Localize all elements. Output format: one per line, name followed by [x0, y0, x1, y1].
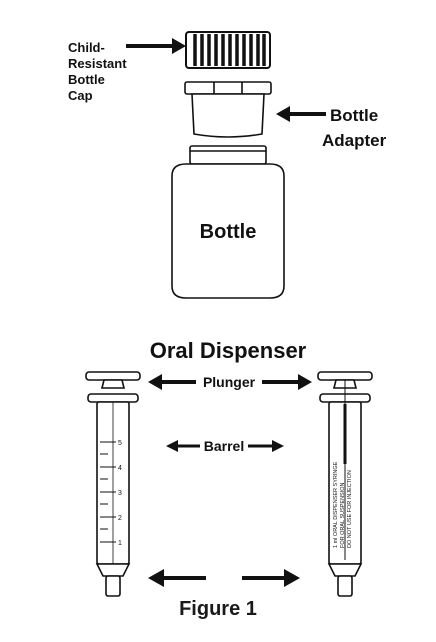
- bottle: [171, 145, 285, 299]
- cap-label: Child- Resistant Bottle Cap: [68, 40, 127, 103]
- adapter-label-line-1: Bottle: [330, 106, 378, 125]
- plunger-label: Plunger: [203, 374, 256, 390]
- bottle-label: Bottle: [200, 221, 257, 243]
- figure-caption: Figure 1: [179, 598, 257, 620]
- barrel-arrows: [166, 440, 284, 452]
- scale-mark-5: 5: [118, 440, 122, 447]
- syringe-left-scale: [100, 441, 116, 543]
- syringe-left: [85, 371, 141, 597]
- barrel-print-line-2: FOR ORAL SUSPENSION: [340, 482, 346, 548]
- scale-mark-3: 3: [118, 490, 122, 497]
- oral-dispenser-title: Oral Dispenser: [150, 338, 307, 363]
- syringe-left-scale-labels: 1 2 3 4 5: [118, 440, 122, 547]
- adapter-arrow: [276, 106, 326, 122]
- scale-mark-2: 2: [118, 515, 122, 522]
- barrel-label: Barrel: [204, 438, 244, 454]
- adapter-label-line-2: Adapter: [322, 131, 387, 150]
- plunger-arrows: [148, 374, 312, 390]
- cap-arrow: [126, 38, 186, 54]
- scale-mark-4: 4: [118, 465, 122, 472]
- barrel-print-line-1: 1 ml ORAL DISPENSER SYRINGE: [333, 461, 339, 548]
- syringe-right-print: 1 ml ORAL DISPENSER SYRINGE FOR ORAL SUS…: [333, 461, 353, 548]
- cap-label-line-4: Cap: [68, 88, 93, 103]
- barrel-print-line-3: DO NOT USE FOR INJECTION: [347, 470, 353, 548]
- cap-label-line-1: Child-: [68, 40, 105, 55]
- cap-label-line-2: Resistant: [68, 56, 127, 71]
- scale-mark-1: 1: [118, 540, 122, 547]
- tip-arrows: [148, 569, 300, 587]
- bottle-cap: [185, 31, 271, 69]
- cap-label-line-3: Bottle: [68, 72, 105, 87]
- adapter-label: Bottle Adapter: [322, 106, 387, 150]
- bottle-adapter: [184, 81, 272, 138]
